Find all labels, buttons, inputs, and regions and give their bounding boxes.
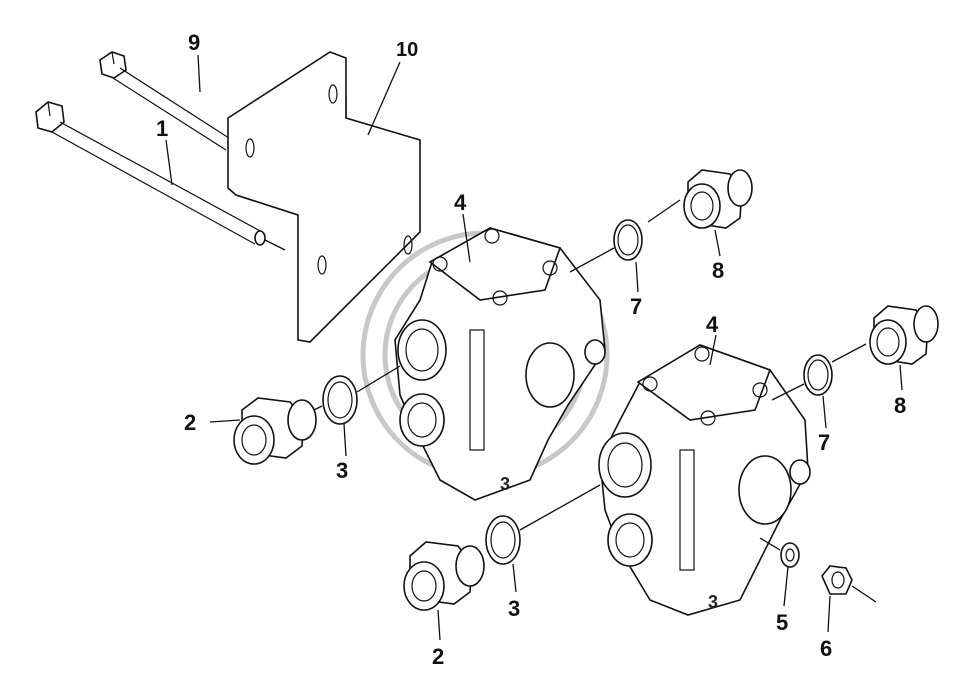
callout-leaders — [165, 54, 903, 641]
body-mark-2: 3 — [708, 592, 718, 612]
callout-8-lower: 8 — [894, 393, 906, 418]
callout-7-upper: 7 — [630, 294, 642, 319]
o-ring-7-lower — [771, 354, 833, 401]
callout-3-upper: 3 — [336, 458, 348, 483]
fitting-2-upper — [233, 397, 317, 465]
callout-9: 9 — [188, 30, 200, 55]
body-mark-1: 3 — [500, 474, 510, 494]
nut-6 — [821, 565, 877, 603]
callout-8-upper: 8 — [712, 258, 724, 283]
fitting-8-lower — [831, 305, 939, 365]
bolt-9 — [99, 51, 233, 151]
callout-6: 6 — [820, 636, 832, 661]
o-ring-7-upper — [569, 219, 643, 273]
valve-body-lower: 3 — [598, 344, 811, 616]
valve-body-upper: 3 — [394, 227, 606, 501]
callout-3-lower: 3 — [508, 596, 520, 621]
fitting-2-lower — [403, 541, 485, 611]
callout-10: 10 — [396, 39, 418, 61]
o-ring-3-upper — [313, 365, 401, 425]
callout-5: 5 — [776, 610, 788, 635]
washer-5 — [759, 537, 800, 568]
callout-labels: 9 1 10 4 4 8 8 7 7 2 3 2 3 5 6 — [156, 30, 906, 669]
callout-2-upper: 2 — [184, 410, 196, 435]
o-ring-3-lower — [485, 484, 601, 565]
bolt-1 — [35, 101, 286, 251]
callout-4-lower: 4 — [706, 312, 719, 337]
bracket-plate-10 — [227, 51, 421, 343]
callout-7-lower: 7 — [818, 430, 830, 455]
callout-2-lower: 2 — [432, 644, 444, 669]
fitting-8-upper — [647, 169, 753, 229]
callout-4-upper: 4 — [454, 190, 467, 215]
callout-1: 1 — [156, 116, 168, 141]
